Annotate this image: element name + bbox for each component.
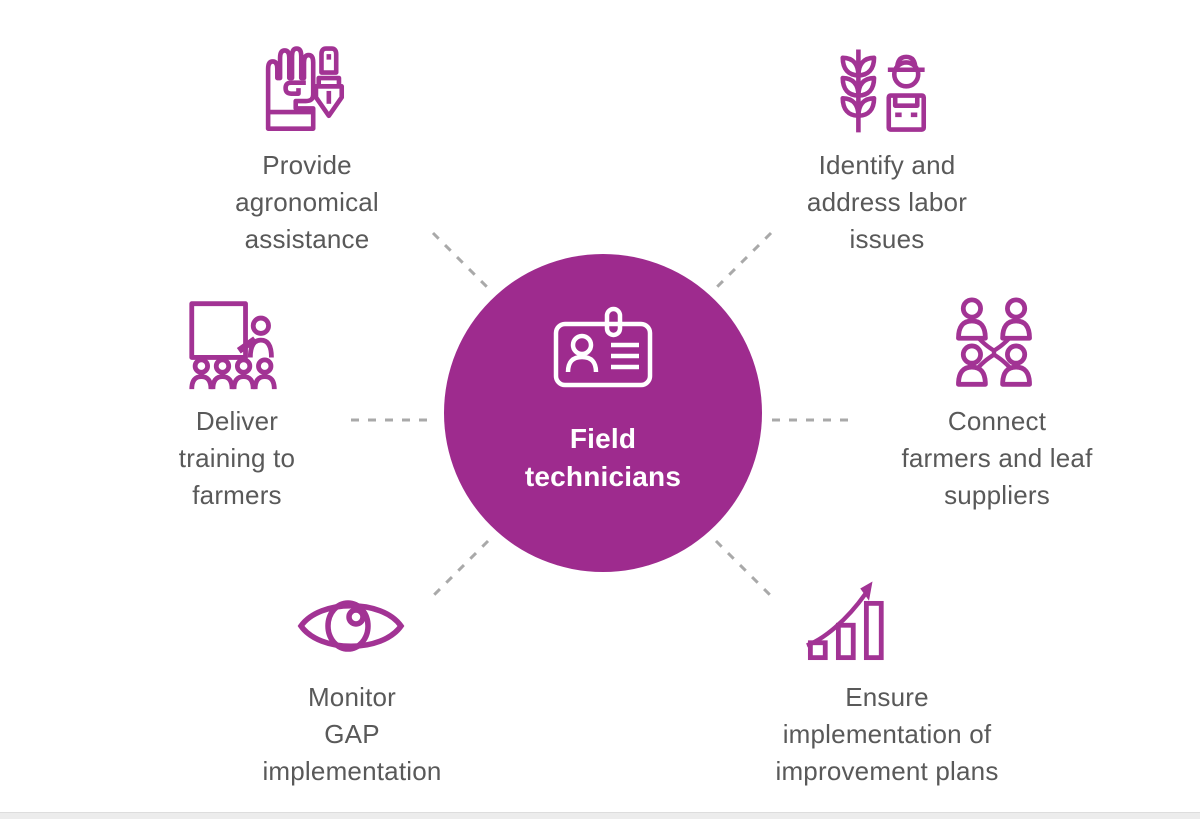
- center-label: Field technicians: [524, 423, 682, 492]
- wheat-farmer-icon: [840, 49, 927, 133]
- eye-icon: [297, 600, 405, 652]
- training-presentation-icon: [189, 301, 277, 390]
- node-label-identify-address-labor-issues: Identify and address labor issues: [806, 150, 968, 254]
- growth-chart-icon: [806, 581, 884, 661]
- glove-trowel-icon: [265, 46, 345, 131]
- connector-bottom-right: [714, 539, 773, 598]
- connector-bottom-left: [431, 539, 490, 598]
- node-label-ensure-improvement-plans: Ensure implementation of improvement pla…: [775, 682, 999, 786]
- id-badge-icon: [553, 306, 653, 388]
- node-label-deliver-training-to-farmers: Deliver training to farmers: [178, 406, 296, 510]
- farmers-network-icon: [956, 297, 1032, 387]
- center-circle: Field technicians: [444, 254, 762, 572]
- node-label-monitor-gap-implementation: Monitor GAP implementation: [262, 682, 442, 786]
- node-label-connect-farmers-leaf-suppliers: Connect farmers and leaf suppliers: [901, 406, 1093, 510]
- node-label-provide-agronomical-assistance: Provide agronomical assistance: [235, 150, 379, 254]
- footer-bar: [0, 812, 1200, 819]
